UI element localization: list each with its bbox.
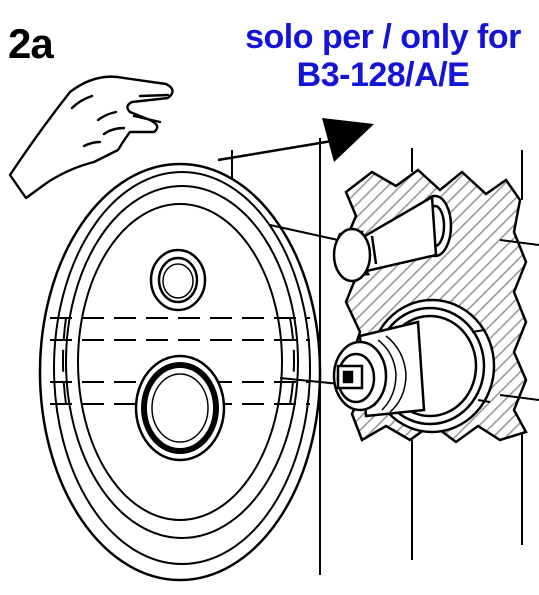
model-note-line-2: B3-128/A/E: [296, 56, 470, 94]
push-arrow-icon: [217, 118, 374, 162]
mixer-opening: [134, 354, 226, 462]
model-note: solo per / only for B3-128/A/E: [228, 18, 538, 94]
hand-icon: [8, 75, 174, 200]
mixer-cartridge: [332, 298, 496, 434]
alignment-line: [269, 224, 339, 241]
diverter-stem: [332, 194, 453, 283]
alignment-line-lower: [279, 377, 341, 385]
diverter-opening: [149, 248, 207, 312]
step-number: 2a: [8, 20, 54, 67]
model-note-line-1: solo per / only for: [245, 18, 521, 56]
